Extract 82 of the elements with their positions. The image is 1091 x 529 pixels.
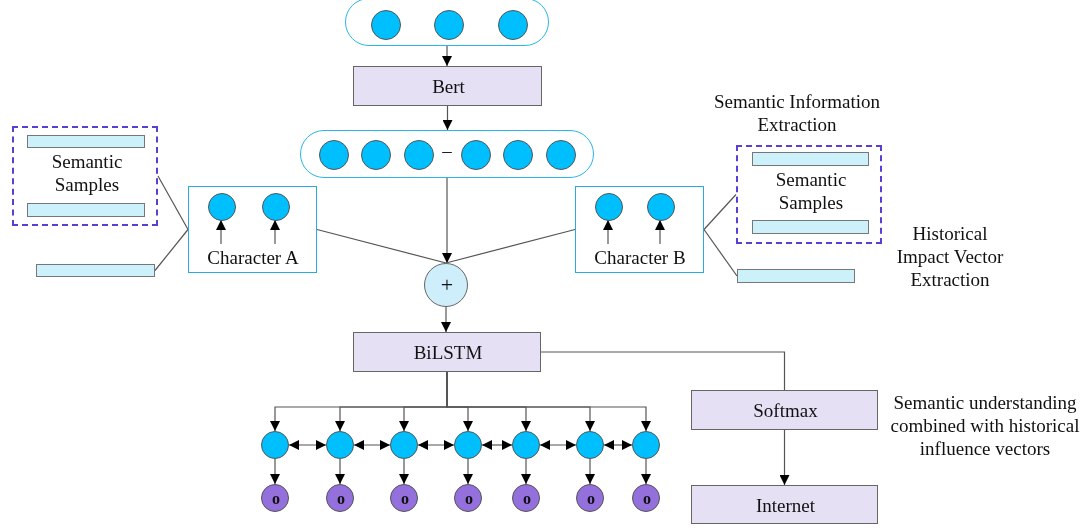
arrow [442,45,452,67]
neuron-circle [512,431,540,459]
connector-line [540,351,786,391]
arrow [603,440,633,450]
neuron-circle [632,431,660,459]
arrow [779,429,790,486]
arrow [216,219,226,245]
arrow [446,371,651,432]
output-circle [632,484,660,512]
sample-bar [36,264,155,277]
arrow [441,306,451,333]
node-label: + [439,271,455,299]
node-label: BiLSTM [412,341,484,365]
neuron-circle [208,193,236,221]
arrow [603,219,613,245]
node-label: o [586,489,596,509]
arrow [399,458,409,485]
character-box [575,186,704,273]
output-circle [512,484,540,512]
output-circle [454,484,482,512]
side-note: Historical Impact Vector Extraction [895,222,1005,292]
neuron-circle [647,193,675,221]
node-label: o [336,489,346,509]
connector-line [445,228,576,264]
arrow [442,177,452,264]
sample-bar [752,220,869,234]
process-box [691,485,878,524]
arrow [481,440,513,450]
node-label: Bert [431,75,466,99]
output-circle [261,484,289,512]
neuron-circle [261,431,289,459]
node-label: o [522,489,532,509]
arrow [353,440,391,450]
neuron-circle [326,431,354,459]
arrow [442,105,453,131]
neuron-circle [576,431,604,459]
neuron-circle [390,431,418,459]
arrow [335,458,345,485]
process-box [691,390,878,430]
arrow [585,458,595,485]
node-label: o [400,489,410,509]
character-box [188,186,317,273]
side-note: Semantic understanding combined with historical influence vectors [889,391,1081,461]
arrow [270,219,280,245]
connector-line [154,228,189,272]
arrow [641,458,651,485]
arrow [270,458,280,485]
node-label: o [271,489,281,509]
node-label: Semantic Samples [774,169,848,215]
arrow [539,440,577,450]
connector-line [157,175,189,231]
neuron-circle [454,431,482,459]
sample-bar [752,152,869,166]
connector-line [703,193,737,231]
sample-bar [27,135,145,148]
dashed-group-box [12,126,158,226]
output-circle [390,484,418,512]
arrow [655,219,665,245]
node-label: Character A [206,246,300,270]
neuron-circle [262,193,290,221]
sum-circle [424,263,468,307]
arrow [463,458,473,485]
connector-line [316,228,447,264]
process-box [353,66,542,106]
group-heading: Semantic Information Extraction [712,91,882,137]
process-box [353,332,541,372]
node-label: Character B [593,246,687,270]
node-label: Semantic Samples [50,151,124,197]
arrow [288,440,327,450]
ellipsis-mark: – [441,139,453,163]
neuron-circle [595,193,623,221]
arrow [417,440,455,450]
connector-line [703,228,738,277]
output-circle [326,484,354,512]
node-label: o [642,489,652,509]
arrow [521,458,531,485]
output-circle [576,484,604,512]
sample-bar [737,269,855,283]
node-label: Internet [754,494,817,517]
node-label: o [464,489,474,509]
sample-bar [27,203,145,217]
node-label: Softmax [752,399,819,423]
